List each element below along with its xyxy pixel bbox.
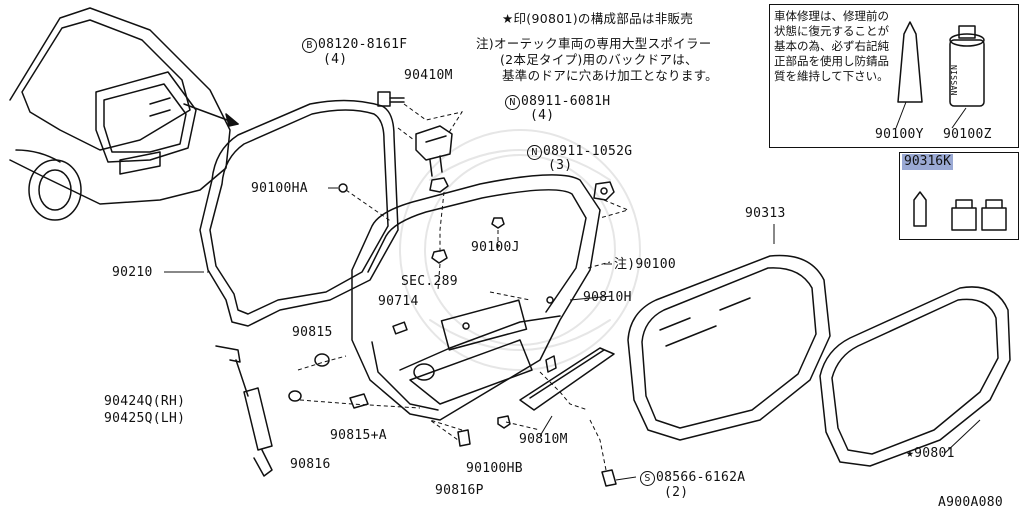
screw-symbol: S — [640, 471, 655, 486]
grommet-illustration — [338, 183, 348, 193]
nut-part-number: 08911-1052G — [543, 144, 633, 159]
stopper-illustration — [288, 353, 369, 409]
watermark-emblem — [399, 129, 641, 371]
part-label-90410m[interactable]: 90410M — [404, 68, 453, 83]
part-label-90801[interactable]: ★90801 — [906, 446, 955, 461]
repair-note-text: 車体修理は、修理前の状態に復元することが基本の為、必ず右記純正部品を使用し防錆品… — [774, 9, 889, 83]
nut-part-number: 08911-6081H — [521, 94, 611, 109]
bolt-illustration — [377, 91, 405, 107]
direction-arrow — [183, 103, 239, 127]
part-label-90210[interactable]: 90210 — [112, 265, 153, 280]
spray-can-brand: NISSAN — [949, 65, 958, 96]
part-label-90100hb[interactable]: 90100HB — [466, 461, 523, 476]
non-sale-note: ★印(90801)の構成部品は非販売 — [502, 11, 694, 26]
nut-quantity: (3) — [548, 158, 573, 173]
screw-part-number: 08566-6162A — [656, 470, 746, 485]
grommet-illustration — [491, 217, 505, 229]
part-label-90816[interactable]: 90816 — [290, 457, 331, 472]
grommet-illustration — [431, 249, 448, 264]
part-label-90100j[interactable]: 90100J — [471, 240, 520, 255]
part-label-90100z[interactable]: 90100Z — [943, 127, 992, 142]
bolt-quantity: (4) — [323, 52, 348, 67]
nut-illustration — [429, 177, 615, 201]
molding-illustration — [819, 286, 1011, 467]
bolt-symbol: B — [302, 38, 317, 53]
hinge-illustration — [415, 125, 453, 177]
part-label-90100ha[interactable]: 90100HA — [251, 181, 308, 196]
autech-note-line-3: 基準のドアに穴あけ加工となります。 — [502, 68, 718, 83]
spray-can-illustration — [949, 25, 985, 107]
part-label-90714[interactable]: 90714 — [378, 294, 419, 309]
repair-kit-box: 90316K — [899, 152, 1019, 240]
nut-quantity: (4) — [530, 108, 555, 123]
back-door-panel-illustration — [351, 174, 601, 421]
part-label-90425q[interactable]: 90425Q(LH) — [104, 411, 186, 426]
bolt-part-number: 08120-8161F — [318, 37, 408, 52]
screw-illustration — [601, 469, 617, 487]
nut-symbol: N — [527, 145, 542, 160]
part-label-90313[interactable]: 90313 — [745, 206, 786, 221]
repair-kit-illustration — [913, 191, 1007, 231]
part-label-90100[interactable]: 注)90100 — [614, 257, 677, 272]
vehicle-rear-illustration — [9, 7, 231, 221]
section-reference[interactable]: SEC.289 — [401, 274, 458, 289]
finisher-illustration — [519, 347, 615, 411]
screw-quantity: (2) — [664, 485, 689, 500]
part-label-90316k[interactable]: 90316K — [902, 154, 953, 170]
repair-note-box: 車体修理は、修理前の状態に復元することが基本の為、必ず右記純正部品を使用し防錆品… — [769, 4, 1019, 148]
autech-note-line-1: 注)オーテック車両の専用大型スポイラー — [476, 36, 712, 51]
part-label-90424q[interactable]: 90424Q(RH) — [104, 394, 186, 409]
part-label-90810h[interactable]: 90810H — [583, 290, 632, 305]
bumper-rubber-illustration — [392, 321, 408, 335]
clip-illustration — [497, 415, 511, 429]
plug-illustration — [457, 429, 471, 447]
callout-lines — [164, 101, 981, 481]
nut-symbol: N — [505, 95, 520, 110]
gas-stay-illustration — [215, 345, 273, 477]
leader-lines — [200, 103, 630, 471]
part-label-90810m[interactable]: 90810M — [519, 432, 568, 447]
part-label-90815a[interactable]: 90815+A — [330, 428, 387, 443]
part-label-90816p[interactable]: 90816P — [435, 483, 484, 498]
tube-illustration — [897, 21, 923, 103]
autech-note-line-2: (2本足タイプ)用のバックドアは、 — [500, 52, 698, 67]
rear-glass-illustration — [627, 254, 831, 441]
part-label-90100y[interactable]: 90100Y — [875, 127, 924, 142]
diagram-code: A900A080 — [938, 495, 1004, 510]
part-label-90815[interactable]: 90815 — [292, 325, 333, 340]
